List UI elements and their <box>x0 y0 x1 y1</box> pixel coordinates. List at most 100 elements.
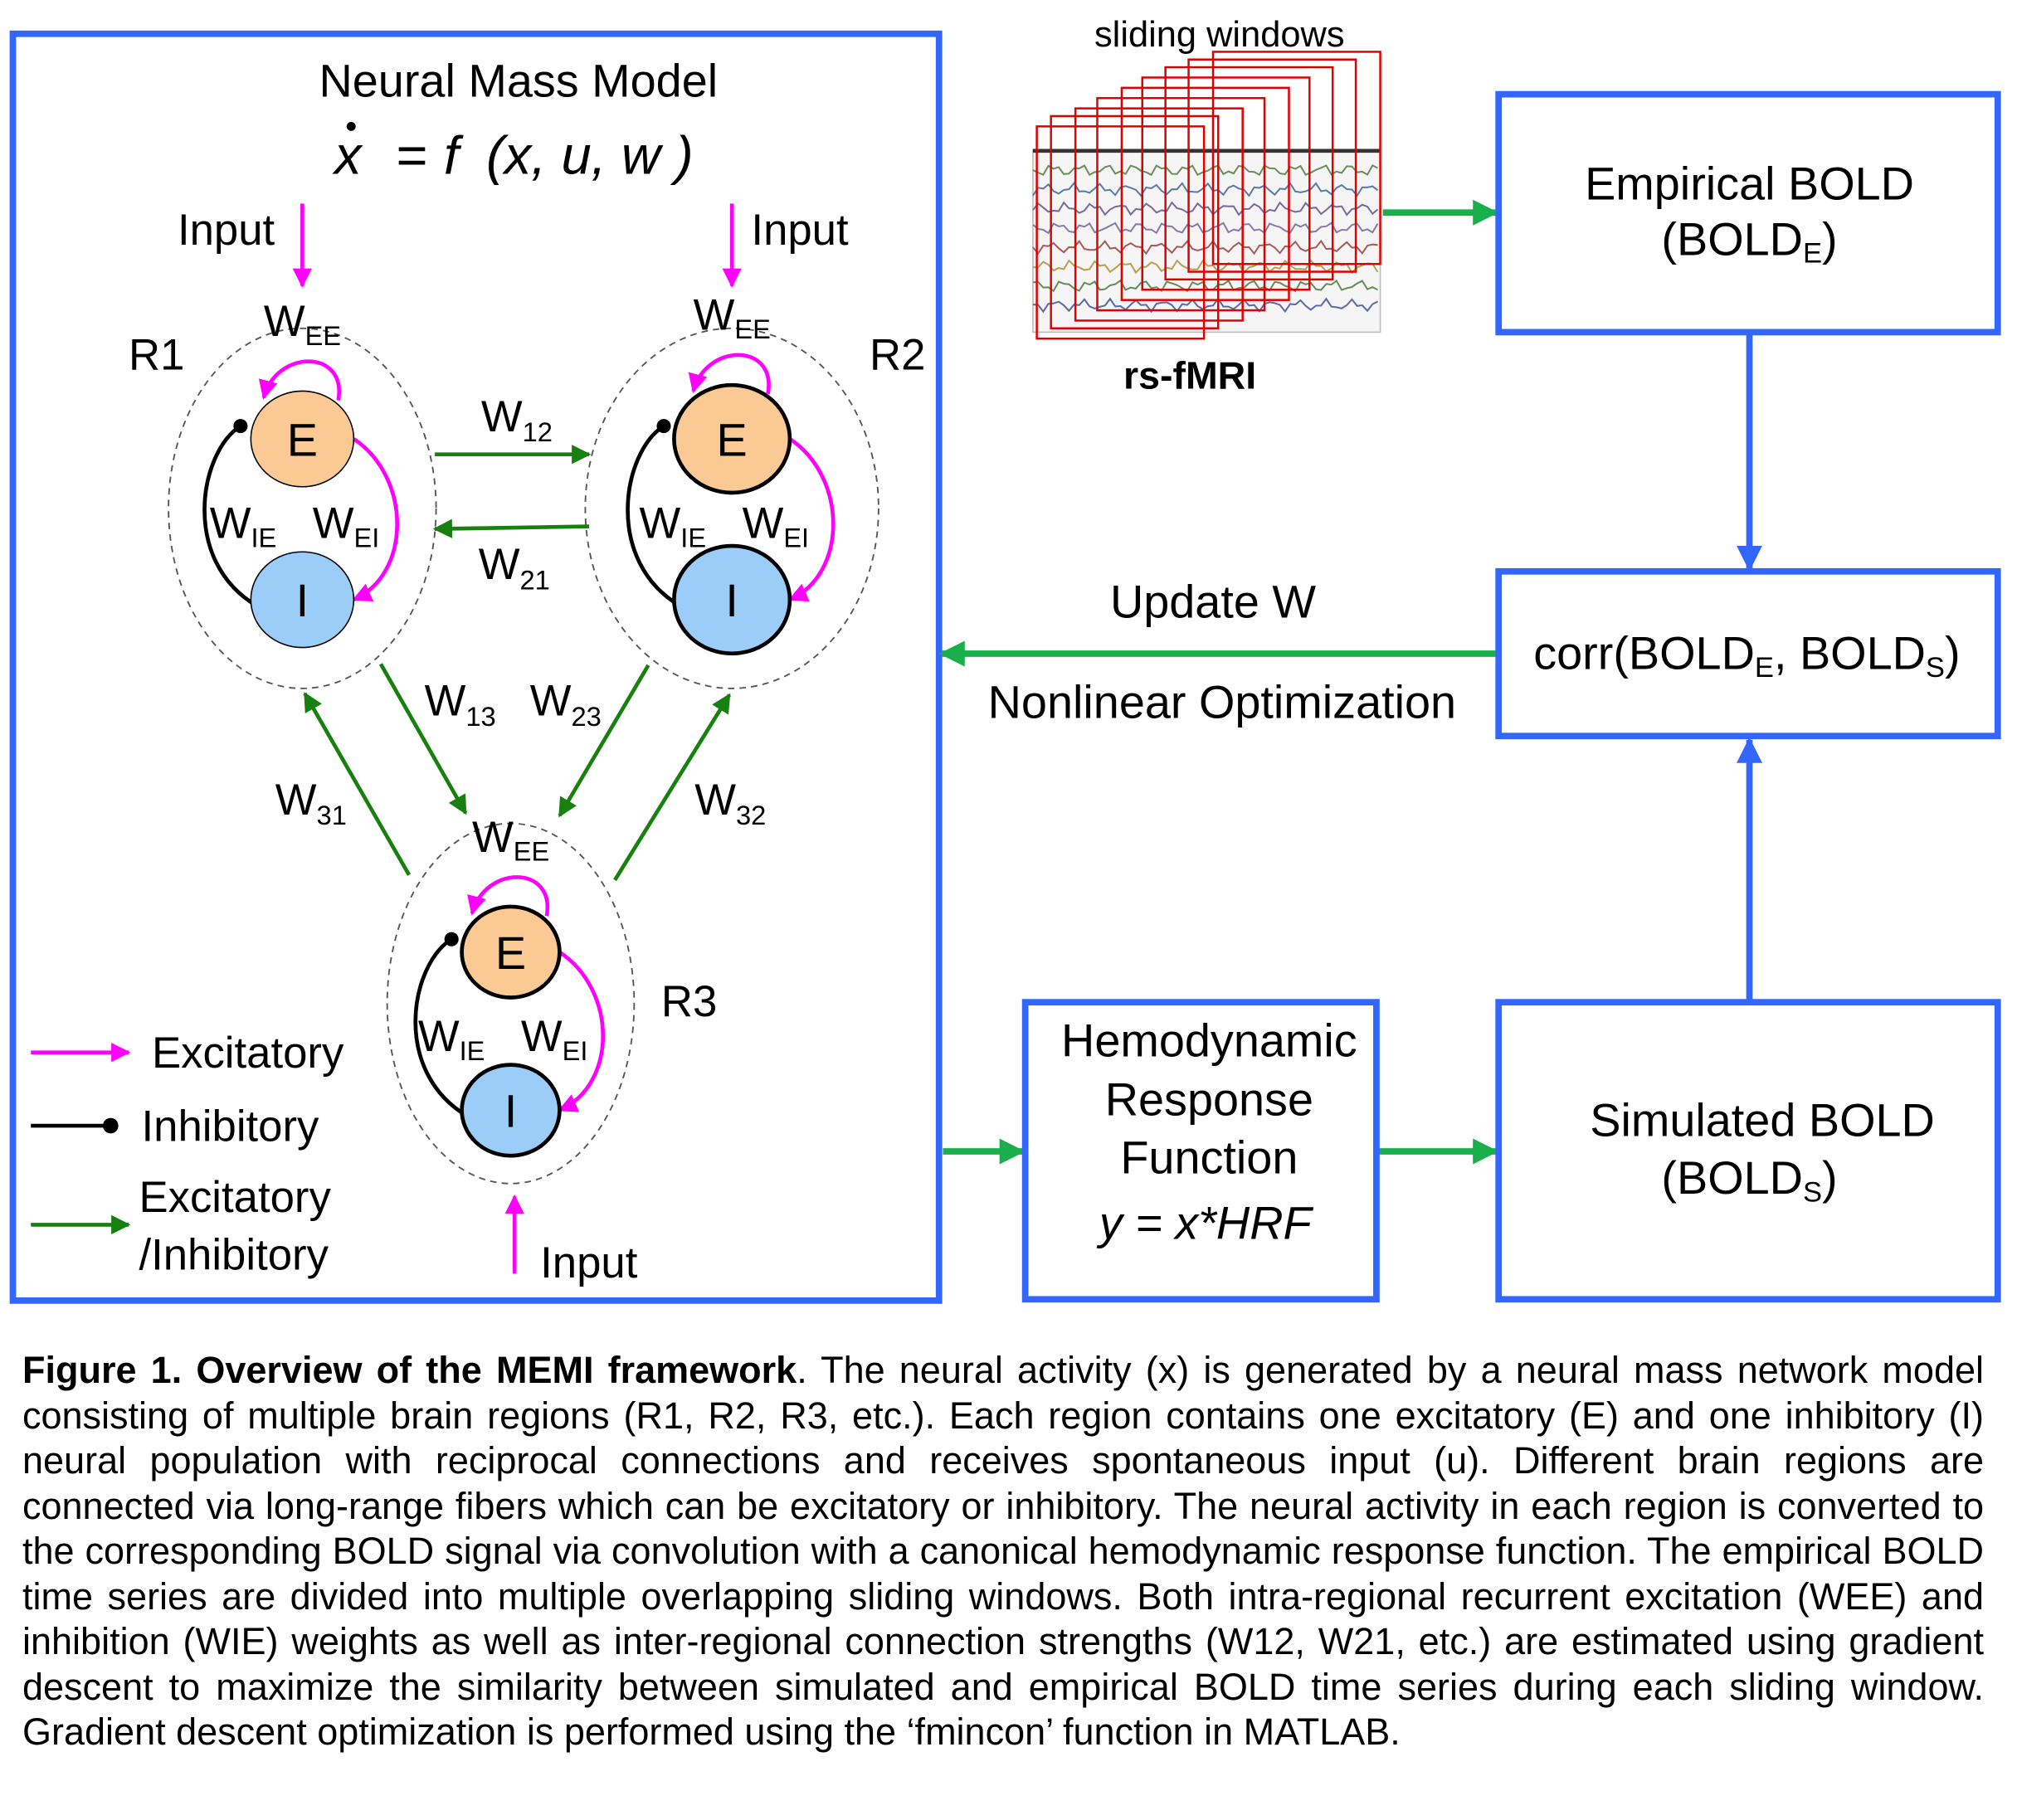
wei-arrow <box>787 437 836 602</box>
svg-text:x: x <box>332 125 363 186</box>
simulated-bold-title: Simulated BOLD <box>1590 1093 1935 1146</box>
inhibitory-dot <box>233 419 248 434</box>
bold-trace <box>1032 297 1378 314</box>
inhibitory-node <box>250 551 355 649</box>
wie-label: WIE <box>418 1012 485 1066</box>
legend-excitatory-label: Excitatory <box>152 1029 344 1078</box>
wei-label: WEI <box>521 1012 588 1066</box>
inter-region-connections <box>303 445 732 882</box>
rsfmri-image: sliding windows rs-fMRI <box>1032 15 1381 397</box>
inhibitory-node-label: I <box>725 574 738 626</box>
wie-label: WIE <box>640 499 707 552</box>
nonlinear-optimization-label: Nonlinear Optimization <box>988 676 1456 728</box>
rsfmri-label: rs-fMRI <box>1123 354 1256 397</box>
bold-trace <box>1032 279 1378 293</box>
sliding-window <box>1074 107 1244 322</box>
legend-inhibitory-label: Inhibitory <box>142 1102 319 1151</box>
region-label: R1 <box>129 330 184 379</box>
sliding-window <box>1035 125 1206 340</box>
w31-arrow <box>303 692 412 876</box>
excitatory-node <box>250 390 355 488</box>
model-equation: x = f (x, u, w ) <box>332 121 694 186</box>
bold-trace <box>1032 221 1379 235</box>
input-label: Input <box>178 206 275 255</box>
hrf-box <box>1021 999 1380 1303</box>
w32-arrow <box>613 693 732 882</box>
bold-trace <box>1032 163 1378 177</box>
caption-title: Figure 1. Overview of the MEMI framework <box>22 1349 797 1391</box>
simulated-bold-box <box>1495 999 2001 1303</box>
wee-label: WEE <box>694 290 771 344</box>
excitatory-node-label: E <box>287 413 318 465</box>
legend-exc-inh-label: Excitatory <box>139 1173 331 1222</box>
memi-diagram: Neural Mass Model x = f (x, u, w ) R1Inp… <box>9 15 2001 1304</box>
region-boundary <box>584 327 879 689</box>
caption-body: . The neural activity (x) is generated b… <box>22 1349 1984 1753</box>
svg-text:(x, u, w ): (x, u, w ) <box>486 125 694 186</box>
bold-trace <box>1032 259 1379 275</box>
sliding-window <box>1211 51 1381 265</box>
sliding-window <box>1096 97 1266 312</box>
connection-labels: W12 W21 W13 W23 W31 W32 <box>275 392 767 830</box>
wei-arrow <box>558 950 605 1112</box>
wee-label: WEE <box>472 813 549 867</box>
excitatory-node <box>460 904 562 1000</box>
svg-text:W23: W23 <box>530 676 602 731</box>
bold-trace <box>1032 182 1379 197</box>
sliding-window <box>1120 86 1290 301</box>
wee-loop-arrow <box>467 875 550 917</box>
empirical-bold-box <box>1495 90 2001 336</box>
svg-text:W12: W12 <box>481 392 553 447</box>
input-label: Input <box>751 206 849 255</box>
sliding-window <box>1187 58 1357 273</box>
svg-text:=: = <box>397 125 428 186</box>
svg-text:Response: Response <box>1105 1073 1313 1126</box>
excitatory-node <box>672 382 792 495</box>
region-boundary <box>168 327 437 689</box>
svg-text:Function: Function <box>1120 1131 1298 1183</box>
excitatory-node-label: E <box>717 413 748 465</box>
model-title: Neural Mass Model <box>319 55 718 107</box>
wei-arrow <box>352 437 399 602</box>
wee-loop-arrow <box>258 359 342 401</box>
simulated-bold-subtitle: (BOLDS) <box>1661 1151 1837 1208</box>
figure-caption: Figure 1. Overview of the MEMI framework… <box>22 1348 1984 1755</box>
w23-arrow <box>558 664 650 818</box>
inhibitory-node <box>672 543 792 656</box>
sliding-windows-label: sliding windows <box>1094 15 1345 55</box>
svg-text:f: f <box>444 125 464 186</box>
sliding-window <box>1141 76 1311 291</box>
inhibitory-node-label: I <box>296 574 309 626</box>
wie-arrow <box>413 937 470 1119</box>
flow-arrows <box>938 199 1763 1165</box>
excitatory-node-label: E <box>495 927 526 979</box>
input-label: Input <box>540 1238 638 1287</box>
svg-text:W13: W13 <box>425 676 496 731</box>
region-label: R3 <box>661 977 717 1026</box>
svg-text:y = x*HRF: y = x*HRF <box>1096 1196 1314 1248</box>
wie-arrow <box>202 424 259 608</box>
svg-text:W21: W21 <box>479 540 550 595</box>
region-boundary <box>386 822 636 1185</box>
bold-trace <box>1032 201 1379 217</box>
empirical-bold-title: Empirical BOLD <box>1585 158 1914 210</box>
wei-label: WEI <box>313 499 380 552</box>
legend-exc-inh-label2: /Inhibitory <box>139 1231 329 1280</box>
legend: Excitatory Inhibitory Excitatory /Inhibi… <box>31 1029 344 1280</box>
inhibitory-node-label: I <box>504 1085 518 1137</box>
svg-text:W31: W31 <box>275 776 347 830</box>
legend-inhibitory-dot <box>103 1117 119 1134</box>
hrf-text: Hemodynamic Response Function y = x*HRF <box>1061 1014 1357 1248</box>
correlation-box <box>1495 567 2001 740</box>
update-w-label: Update W <box>1110 576 1316 628</box>
svg-text:Hemodynamic: Hemodynamic <box>1061 1014 1357 1066</box>
inhibitory-dot <box>444 932 459 946</box>
neural-mass-model-box <box>9 30 943 1304</box>
empirical-bold-subtitle: (BOLDE) <box>1661 212 1837 269</box>
region-label: R2 <box>870 330 925 379</box>
wie-label: WIE <box>210 499 277 552</box>
wie-arrow <box>626 424 682 608</box>
